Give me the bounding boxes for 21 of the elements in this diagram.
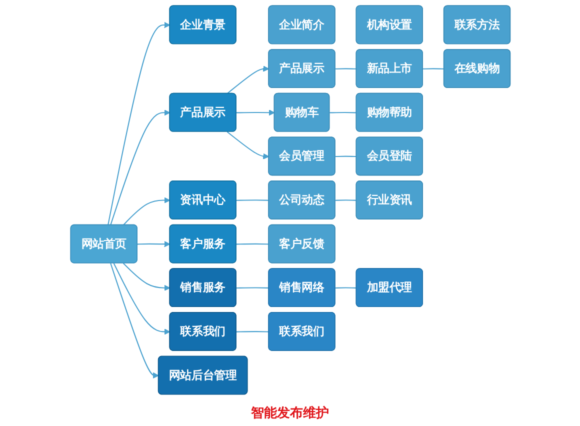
connector [334,156,356,158]
arrow [122,197,170,226]
connector [236,200,268,201]
arrow [236,110,274,116]
arrow [107,22,170,226]
arrow [122,262,170,291]
connector [236,243,268,245]
connector [422,68,444,70]
connector [236,287,268,288]
connector [334,287,356,288]
arrow [110,263,158,379]
connector [334,68,356,70]
arrow [226,131,269,160]
note-text: 智能发布维护 [251,406,329,421]
arrow [110,110,170,226]
connector [236,331,268,332]
connector [334,200,356,201]
arrow [226,66,269,94]
arrow [136,240,170,248]
arrow [112,263,170,335]
connector [329,112,356,114]
